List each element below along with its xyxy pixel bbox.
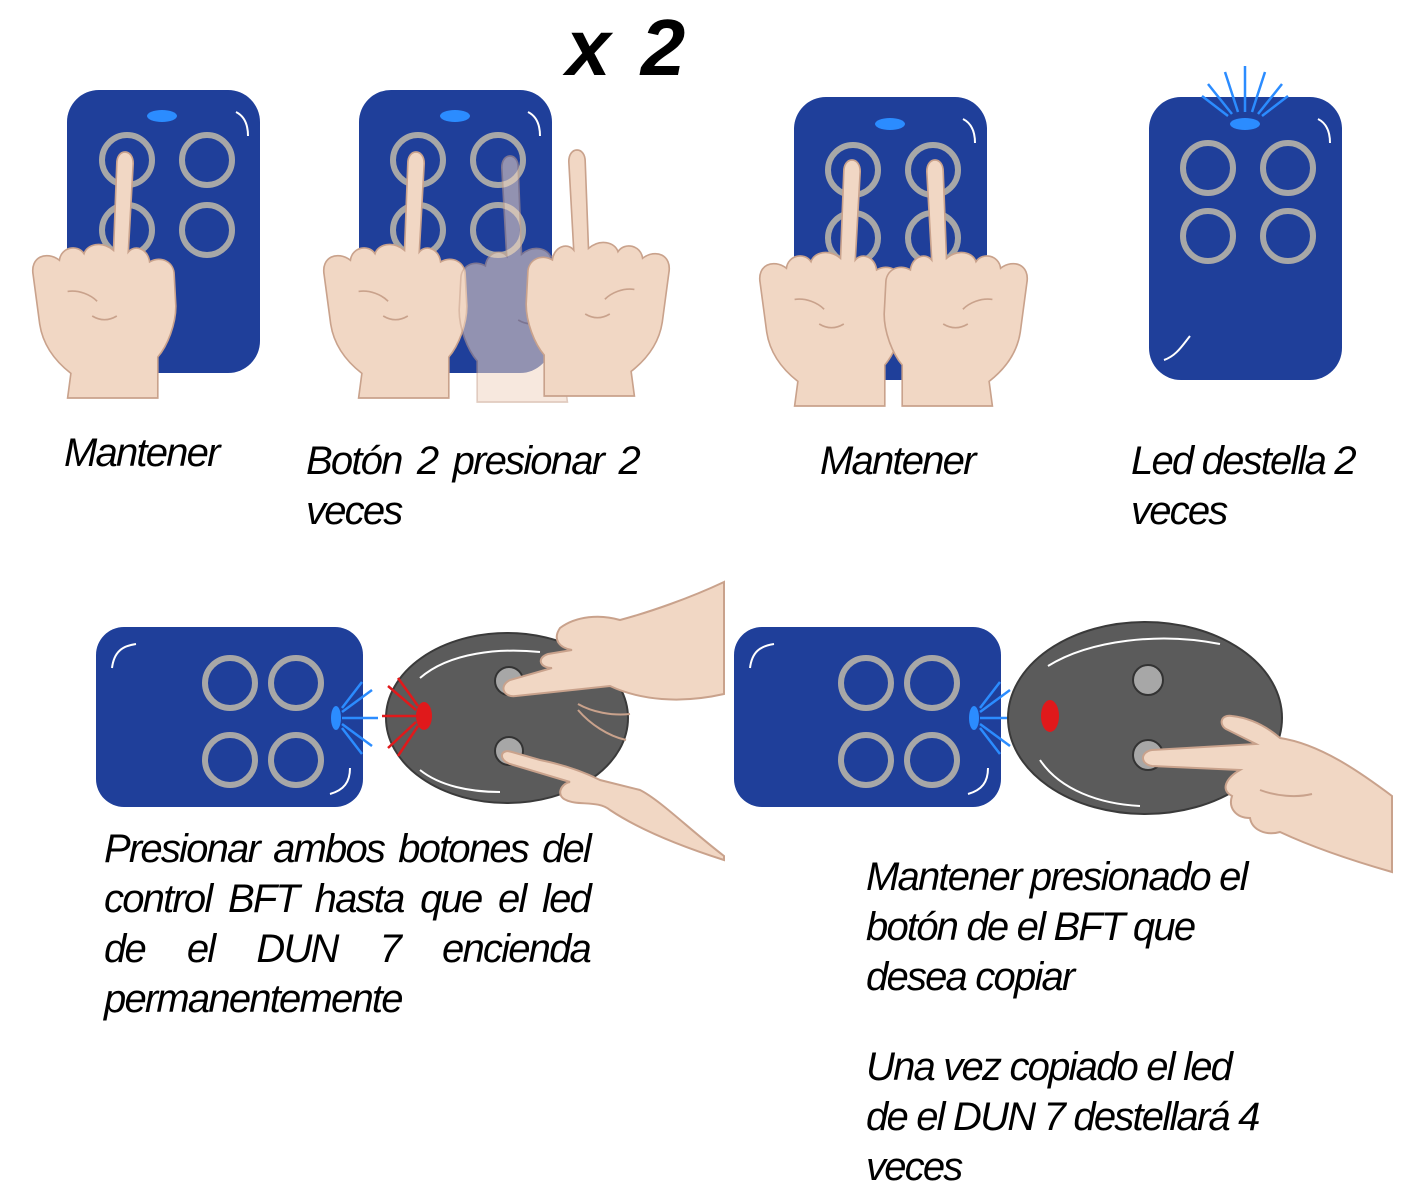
step4-caption: Led destella 2 veces bbox=[1131, 439, 1357, 533]
press-twice-multiplier: x 2 bbox=[566, 3, 690, 92]
bottom-left-red-flash-icon bbox=[382, 677, 420, 757]
step4-remote-icon bbox=[1149, 97, 1342, 380]
bottom-right-hand-icon bbox=[1142, 714, 1393, 874]
step1-caption: Mantener bbox=[64, 431, 220, 475]
bottom-left-top-hand-icon bbox=[502, 580, 725, 716]
bottom-left-remote-icon bbox=[96, 627, 363, 807]
step3-caption: Mantener bbox=[820, 439, 976, 483]
led-flash-icon bbox=[1201, 66, 1289, 117]
bottom-left-bottom-hand-icon bbox=[501, 709, 725, 862]
step2-caption: Botón 2 presionar 2 veces bbox=[306, 439, 641, 533]
bottom-right-note: Una vez copiado el led de el DUN 7 deste… bbox=[866, 1045, 1260, 1189]
bottom-right-remote-icon bbox=[734, 627, 1001, 807]
bottom-left-caption: Presionar ambos botones del control BFT … bbox=[104, 827, 592, 1021]
bottom-right-caption: Mantener presionado el botón de el BFT q… bbox=[866, 855, 1248, 999]
bottom-left-blue-flash-icon bbox=[341, 681, 378, 755]
